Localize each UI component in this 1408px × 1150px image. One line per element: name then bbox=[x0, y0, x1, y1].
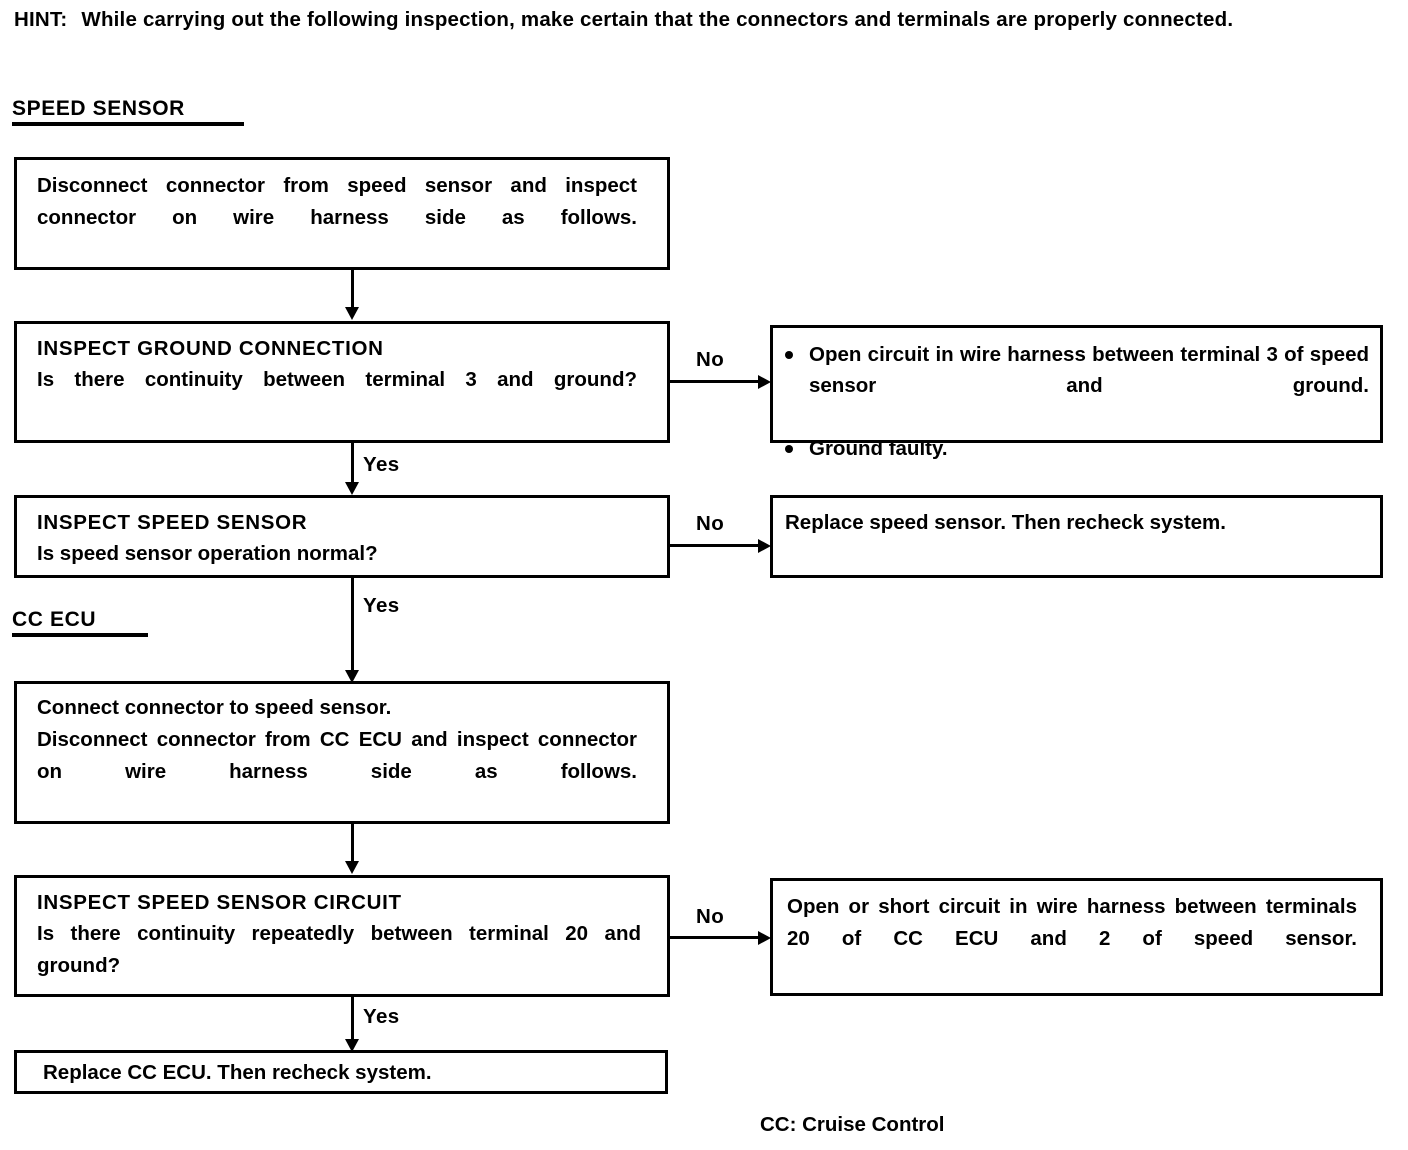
footnote-cc-abbreviation: CC: Cruise Control bbox=[760, 1113, 945, 1136]
bullet-icon bbox=[785, 445, 793, 453]
connector-arrow-no-3 bbox=[758, 931, 771, 945]
decision-box-inspect-speed-sensor-circuit-question: Is there continuity repeatedly between t… bbox=[37, 922, 641, 977]
section-heading-cc-ecu: CC ECU bbox=[12, 608, 148, 637]
connector-line-1 bbox=[351, 270, 354, 310]
result-box-replace-cc-ecu-text: Replace CC ECU. Then recheck system. bbox=[43, 1061, 432, 1084]
decision-box-inspect-speed-sensor: INSPECT SPEED SENSOR Is speed sensor ope… bbox=[14, 495, 670, 578]
step-box-connect-line-2: Disconnect connector from CC ECU and ins… bbox=[37, 728, 637, 783]
decision-box-inspect-ground-connection: INSPECT GROUND CONNECTION Is there conti… bbox=[14, 321, 670, 443]
connector-arrow-no-1 bbox=[758, 375, 771, 389]
connector-line-no-3 bbox=[670, 936, 762, 939]
list-item: Ground faulty. bbox=[781, 433, 1370, 464]
connector-arrow-2 bbox=[345, 861, 359, 874]
connector-arrow-yes-2 bbox=[345, 670, 359, 683]
step-box-disconnect-speed-sensor: Disconnect connector from speed sensor a… bbox=[14, 157, 670, 270]
list-item: Open circuit in wire harness between ter… bbox=[781, 339, 1370, 432]
connector-line-no-1 bbox=[670, 380, 762, 383]
connector-line-yes-2 bbox=[351, 578, 354, 679]
bullet-icon bbox=[785, 351, 793, 359]
result-box-replace-speed-sensor-text: Replace speed sensor. Then recheck syste… bbox=[785, 511, 1226, 534]
result-box-open-short-circuit-text: Open or short circuit in wire harness be… bbox=[787, 895, 1357, 950]
decision-box-inspect-ground-connection-question: Is there continuity between terminal 3 a… bbox=[37, 368, 637, 391]
hint-block: HINT: While carrying out the following in… bbox=[14, 6, 1394, 34]
decision-box-inspect-ground-connection-title: INSPECT GROUND CONNECTION bbox=[37, 337, 384, 360]
hint-label: HINT: bbox=[14, 8, 68, 31]
list-item-text: Open circuit in wire harness between ter… bbox=[809, 343, 1369, 397]
decision-box-inspect-speed-sensor-circuit: INSPECT SPEED SENSOR CIRCUIT Is there co… bbox=[14, 875, 670, 997]
section-heading-underline bbox=[12, 633, 148, 637]
connector-line-yes-1 bbox=[351, 443, 354, 485]
connector-arrow-1 bbox=[345, 307, 359, 320]
section-heading-underline bbox=[12, 122, 244, 126]
result-box-replace-speed-sensor: Replace speed sensor. Then recheck syste… bbox=[770, 495, 1383, 578]
step-box-connect-disconnect-cc-ecu: Connect connector to speed sensor. Disco… bbox=[14, 681, 670, 824]
result-box-open-short-circuit: Open or short circuit in wire harness be… bbox=[770, 878, 1383, 996]
connector-line-no-2 bbox=[670, 544, 762, 547]
hint-text: While carrying out the following inspect… bbox=[81, 8, 1234, 31]
result-box-ground-fault-list: Open circuit in wire harness between ter… bbox=[781, 339, 1370, 464]
result-box-ground-fault: Open circuit in wire harness between ter… bbox=[770, 325, 1383, 460]
decision-box-inspect-speed-sensor-question: Is speed sensor operation normal? bbox=[37, 542, 378, 565]
connector-line-2 bbox=[351, 824, 354, 864]
connector-line-yes-3 bbox=[351, 997, 354, 1042]
section-heading-speed-sensor-label: SPEED SENSOR bbox=[12, 97, 185, 120]
step-box-disconnect-speed-sensor-text: Disconnect connector from speed sensor a… bbox=[37, 174, 637, 229]
edge-label-yes-2: Yes bbox=[363, 594, 400, 617]
connector-arrow-yes-1 bbox=[345, 482, 359, 495]
edge-label-yes-1: Yes bbox=[363, 453, 400, 476]
connector-arrow-yes-3 bbox=[345, 1039, 359, 1052]
edge-label-yes-3: Yes bbox=[363, 1005, 400, 1028]
result-box-replace-cc-ecu: Replace CC ECU. Then recheck system. bbox=[14, 1050, 668, 1094]
decision-box-inspect-speed-sensor-title: INSPECT SPEED SENSOR bbox=[37, 511, 308, 534]
section-heading-cc-ecu-label: CC ECU bbox=[12, 608, 97, 631]
connector-arrow-no-2 bbox=[758, 539, 771, 553]
step-box-connect-line-1: Connect connector to speed sensor. bbox=[37, 696, 392, 719]
edge-label-no-2: No bbox=[696, 512, 725, 535]
section-heading-speed-sensor: SPEED SENSOR bbox=[12, 97, 244, 126]
edge-label-no-1: No bbox=[696, 348, 725, 371]
decision-box-inspect-speed-sensor-circuit-title: INSPECT SPEED SENSOR CIRCUIT bbox=[37, 891, 402, 914]
edge-label-no-3: No bbox=[696, 905, 725, 928]
list-item-text: Ground faulty. bbox=[809, 437, 948, 460]
